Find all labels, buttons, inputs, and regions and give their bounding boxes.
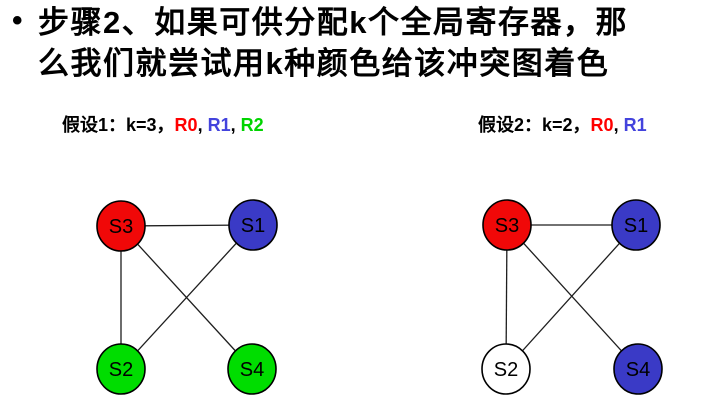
node-S4 [613, 343, 663, 395]
node-label-S4: S4 [626, 359, 650, 381]
node-S4 [227, 343, 277, 395]
node-S1 [611, 199, 661, 251]
node-label-S3: S3 [495, 215, 519, 237]
register-R0: R0 [174, 115, 198, 135]
caption-prefix-2: 假设2：k=2， [478, 115, 591, 135]
register-separator: , [613, 115, 624, 135]
caption-hypothesis-1: 假设1：k=3，R0, R1, R2 [62, 113, 264, 137]
node-label-S1: S1 [241, 215, 265, 237]
node-S2 [481, 343, 531, 395]
edge-S1-S2 [120, 224, 254, 370]
node-S3 [482, 199, 532, 251]
bullet-marker: • [12, 4, 23, 37]
caption-prefix-1: 假设1：k=3， [62, 115, 175, 135]
node-label-S1: S1 [624, 215, 648, 237]
caption-hypothesis-2: 假设2：k=2，R0, R1 [478, 113, 647, 137]
node-label-S2: S2 [494, 359, 518, 381]
register-list-1: R0, R1, R2 [175, 115, 264, 135]
register-R2: R2 [240, 115, 264, 135]
register-R1: R1 [207, 115, 231, 135]
node-label-S4: S4 [240, 359, 264, 381]
page-title: 步骤2、如果可供分配k个全局寄存器，那 么我们就尝试用k种颜色给该冲突图着色 [38, 2, 628, 84]
node-S3 [96, 200, 146, 252]
title-line-2: 么我们就尝试用k种颜色给该冲突图着色 [38, 46, 610, 81]
title-line-1: 步骤2、如果可供分配k个全局寄存器，那 [38, 5, 628, 40]
register-list-2: R0, R1 [591, 115, 647, 135]
register-separator: , [197, 115, 208, 135]
node-S1 [228, 199, 278, 251]
node-label-S3: S3 [109, 216, 133, 238]
node-S2 [96, 343, 146, 395]
node-label-S2: S2 [109, 359, 133, 381]
register-separator: , [230, 115, 241, 135]
register-R0: R0 [590, 115, 614, 135]
edge-S1-S2 [505, 224, 637, 370]
register-R1: R1 [623, 115, 647, 135]
edge-S3-S4 [506, 224, 639, 370]
